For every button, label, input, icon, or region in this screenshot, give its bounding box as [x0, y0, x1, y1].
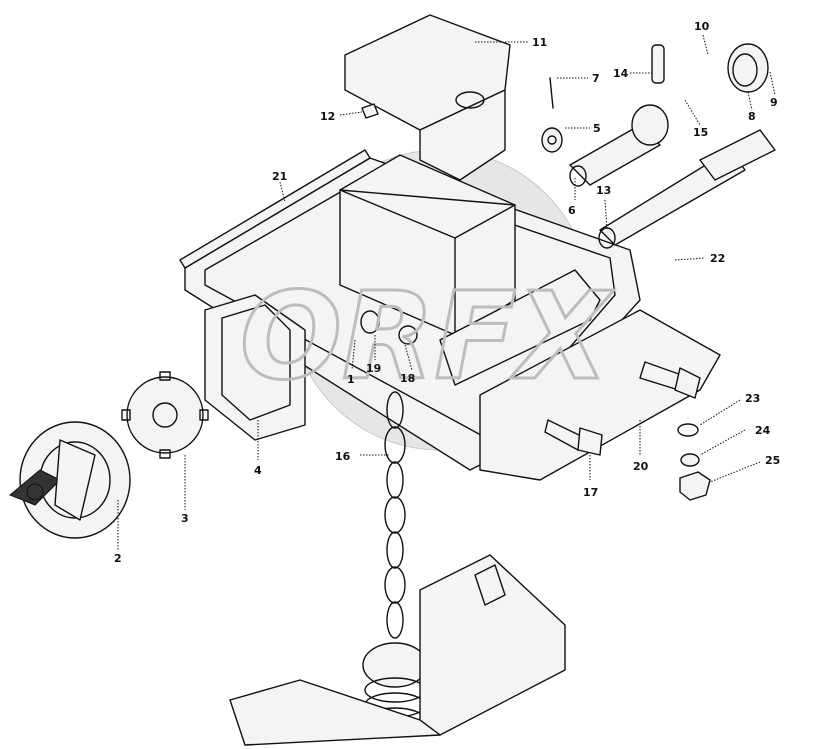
- bottom-bracket: [229, 554, 566, 746]
- washer-part-5: [541, 127, 563, 153]
- nut-part-19: [360, 310, 380, 334]
- washer-part-24: [680, 453, 700, 467]
- callout-9: 9: [770, 96, 778, 109]
- coupling-part-8: [727, 43, 769, 93]
- crank-wheel-part-2: [9, 421, 131, 539]
- bolt-part-17: [544, 419, 603, 456]
- callout-11: 11: [532, 36, 547, 49]
- callout-5: 5: [593, 122, 601, 135]
- callout-labels: 11 12 7 5 6 14 10 9 8 15 13 21 22 23 24 …: [114, 20, 780, 565]
- callout-24: 24: [755, 424, 771, 437]
- callout-14: 14: [613, 67, 629, 80]
- shaft-assembly: [569, 104, 776, 249]
- frame-plate-part-4: [204, 294, 306, 441]
- callout-2: 2: [114, 552, 122, 565]
- callout-12: 12: [320, 110, 335, 123]
- pin-part-14: [651, 44, 665, 84]
- leader-lines: [117, 34, 776, 550]
- callout-7: 7: [592, 72, 600, 85]
- callout-18: 18: [400, 372, 415, 385]
- callout-15: 15: [693, 126, 708, 139]
- callout-16: 16: [335, 450, 351, 463]
- callout-6: 6: [568, 204, 576, 217]
- screw-part-12: [361, 103, 379, 119]
- callout-4: 4: [254, 464, 262, 477]
- bracket-box: [339, 154, 601, 386]
- washer-part-23: [677, 423, 699, 437]
- callout-13: 13: [596, 184, 611, 197]
- callout-22: 22: [710, 252, 725, 265]
- callout-23: 23: [745, 392, 760, 405]
- pin-part-7: [549, 77, 554, 109]
- callout-17: 17: [583, 486, 598, 499]
- watermark-text: ORFX: [240, 268, 614, 407]
- callout-19: 19: [366, 362, 381, 375]
- callout-21: 21: [272, 170, 287, 183]
- callout-20: 20: [633, 460, 649, 473]
- nut-part-25: [679, 471, 711, 501]
- callout-3: 3: [181, 512, 189, 525]
- washer-part-18: [398, 325, 418, 345]
- bolt-part-22: [639, 361, 701, 399]
- callout-25: 25: [765, 454, 780, 467]
- cover-part-11: [344, 14, 511, 181]
- callout-1: 1: [347, 373, 355, 386]
- sprocket-part-3: [121, 371, 209, 459]
- callout-10: 10: [694, 20, 710, 33]
- callout-8: 8: [748, 110, 756, 123]
